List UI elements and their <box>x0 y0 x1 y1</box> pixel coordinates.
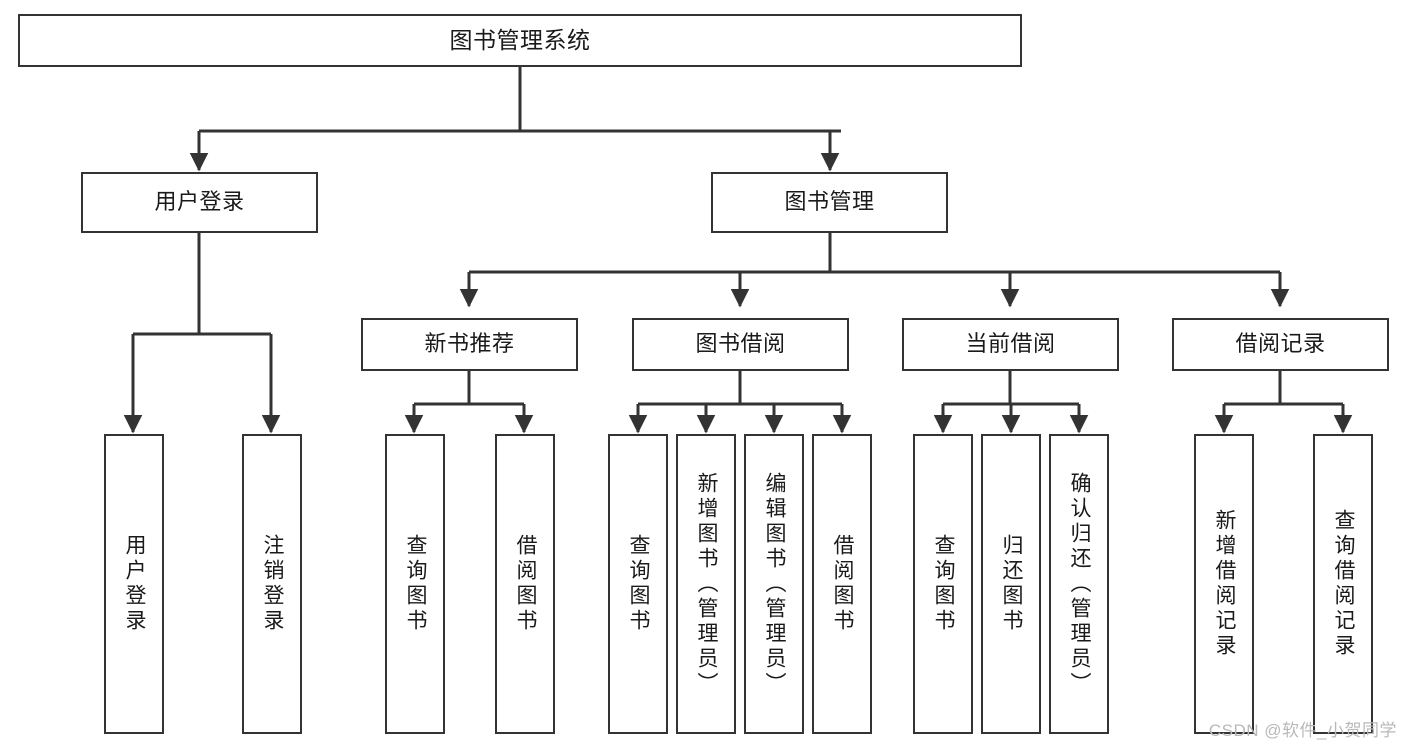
node-leaf-query-book-3[interactable]: 查询图书 <box>913 434 973 734</box>
node-borrow-record[interactable]: 借阅记录 <box>1172 318 1389 371</box>
node-leaf-query-book-1-label: 查询图书 <box>404 534 428 634</box>
node-leaf-query-record-label: 查询借阅记录 <box>1332 509 1356 659</box>
node-leaf-edit-book-label: 编辑图书（管理员） <box>763 471 787 697</box>
node-leaf-borrow-book-1-label: 借阅图书 <box>514 534 538 634</box>
node-leaf-query-record[interactable]: 查询借阅记录 <box>1313 434 1373 734</box>
node-leaf-add-book-label: 新增图书（管理员） <box>695 471 719 697</box>
node-user-login[interactable]: 用户登录 <box>81 172 318 233</box>
node-current-borrow[interactable]: 当前借阅 <box>902 318 1119 371</box>
node-book-borrow[interactable]: 图书借阅 <box>632 318 849 371</box>
node-leaf-logout-login-label: 注销登录 <box>261 534 285 634</box>
node-root[interactable]: 图书管理系统 <box>18 14 1022 67</box>
node-root-label: 图书管理系统 <box>449 26 591 53</box>
node-leaf-borrow-book-1[interactable]: 借阅图书 <box>495 434 555 734</box>
node-leaf-edit-book[interactable]: 编辑图书（管理员） <box>744 434 804 734</box>
node-current-borrow-label: 当前借阅 <box>965 331 1056 357</box>
node-leaf-confirm-return[interactable]: 确认归还（管理员） <box>1049 434 1109 734</box>
node-leaf-query-book-3-label: 查询图书 <box>932 534 956 634</box>
node-leaf-query-book-2-label: 查询图书 <box>627 534 651 634</box>
node-leaf-add-record[interactable]: 新增借阅记录 <box>1194 434 1254 734</box>
node-leaf-borrow-book-2-label: 借阅图书 <box>831 534 855 634</box>
node-leaf-confirm-return-label: 确认归还（管理员） <box>1068 471 1092 697</box>
node-leaf-add-book[interactable]: 新增图书（管理员） <box>676 434 736 734</box>
node-leaf-query-book-2[interactable]: 查询图书 <box>608 434 668 734</box>
node-new-book-recommend-label: 新书推荐 <box>424 331 515 357</box>
node-leaf-user-login[interactable]: 用户登录 <box>104 434 164 734</box>
node-book-borrow-label: 图书借阅 <box>695 331 786 357</box>
node-leaf-logout-login[interactable]: 注销登录 <box>242 434 302 734</box>
node-borrow-record-label: 借阅记录 <box>1235 331 1326 357</box>
node-book-manage-label: 图书管理 <box>784 189 875 215</box>
node-leaf-user-login-label: 用户登录 <box>123 534 147 634</box>
node-new-book-recommend[interactable]: 新书推荐 <box>361 318 578 371</box>
watermark: CSDN @软件_小贺同学 <box>1208 721 1397 740</box>
node-leaf-add-record-label: 新增借阅记录 <box>1213 509 1237 659</box>
node-leaf-query-book-1[interactable]: 查询图书 <box>385 434 445 734</box>
node-leaf-borrow-book-2[interactable]: 借阅图书 <box>812 434 872 734</box>
node-book-manage[interactable]: 图书管理 <box>711 172 948 233</box>
node-leaf-return-book[interactable]: 归还图书 <box>981 434 1041 734</box>
node-leaf-return-book-label: 归还图书 <box>1000 534 1024 634</box>
node-user-login-label: 用户登录 <box>154 189 245 215</box>
